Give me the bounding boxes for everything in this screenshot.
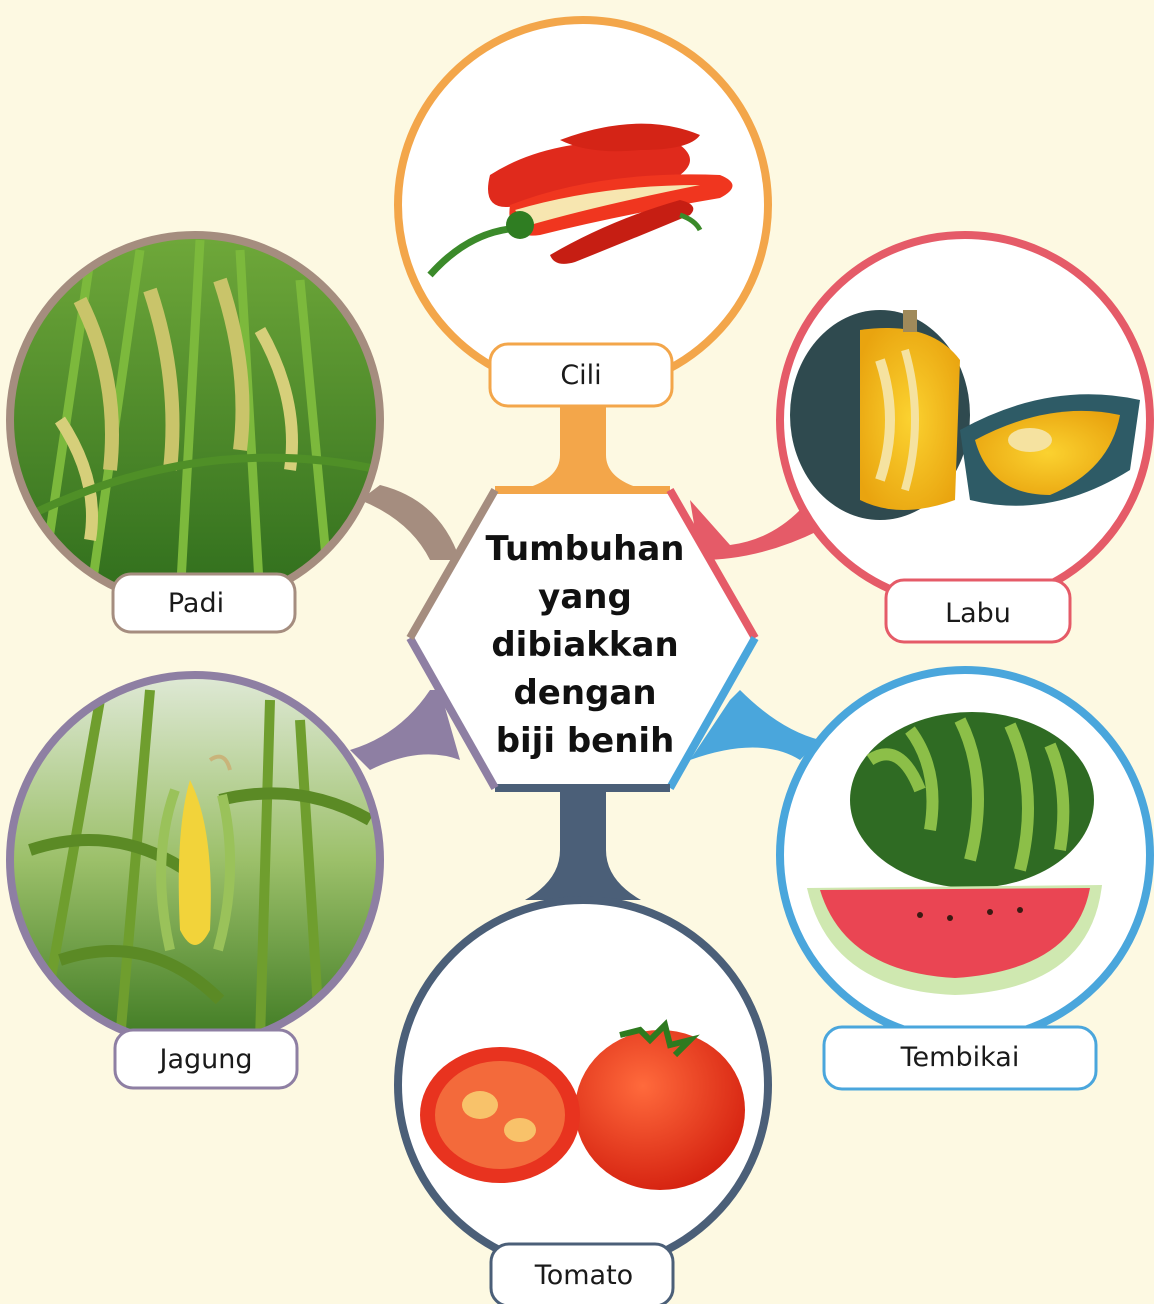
label-cili: Cili <box>560 360 601 391</box>
node-jagung: Jagung <box>10 675 380 1088</box>
connector-padi <box>360 485 460 560</box>
node-padi: Padi <box>10 235 380 632</box>
label-padi: Padi <box>168 588 224 619</box>
label-jagung: Jagung <box>157 1044 252 1075</box>
node-tomato: Tomato <box>398 900 768 1304</box>
node-tembikai: Tembikai <box>780 670 1150 1089</box>
center-title-line5: biji benih <box>496 721 675 761</box>
label-tembikai: Tembikai <box>900 1042 1020 1073</box>
connector-tomato <box>525 790 641 900</box>
center-title-line4: dengan <box>513 673 656 713</box>
connector-cili <box>520 395 646 490</box>
node-cili: Cili <box>398 20 768 406</box>
center-title-line2: yang <box>538 577 632 617</box>
label-labu: Labu <box>945 598 1011 629</box>
label-tomato: Tomato <box>534 1260 633 1291</box>
center-title-line1: Tumbuhan <box>486 529 685 569</box>
center-title-line3: dibiakkan <box>491 625 678 665</box>
node-labu: Labu <box>780 235 1150 642</box>
